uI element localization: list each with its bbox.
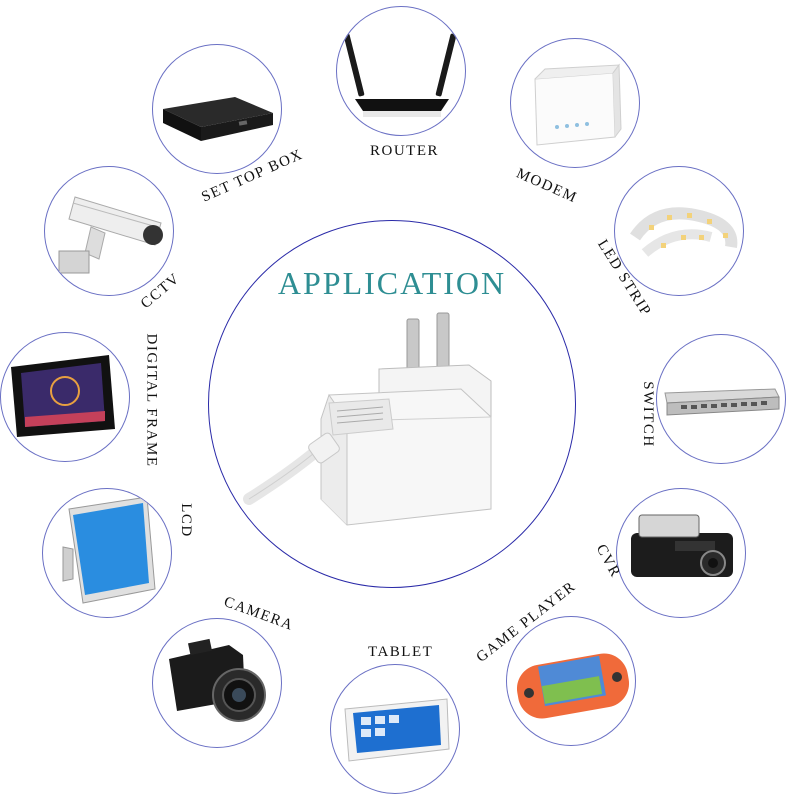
modem-icon [534, 63, 622, 146]
monitor-icon [62, 496, 156, 604]
device-camera [152, 618, 282, 748]
led-strip-icon [630, 207, 738, 257]
tablet-icon [344, 698, 450, 762]
device-cvr [616, 488, 746, 618]
device-led-strip [614, 166, 744, 296]
application-title: APPLICATION [277, 265, 507, 301]
dashcam-icon [631, 514, 733, 577]
device-label-tablet: TABLET [368, 644, 434, 660]
device-label-modem: MODEM [513, 165, 580, 207]
device-set-top-box [152, 44, 282, 174]
device-game-player [506, 616, 636, 746]
device-router [336, 6, 466, 136]
device-digital-frame [0, 332, 130, 462]
power-adapter-icon [243, 312, 492, 526]
set-top-box-icon [163, 97, 273, 141]
photo-frame-icon [11, 355, 115, 437]
router-icon [343, 33, 457, 117]
camera-icon [169, 638, 266, 722]
handheld-console-icon [516, 653, 630, 719]
device-tablet [330, 664, 460, 794]
network-switch-icon [664, 388, 780, 416]
device-lcd [42, 488, 172, 618]
device-cctv [44, 166, 174, 296]
center-circle: APPLICATION [208, 220, 576, 588]
cctv-camera-icon [58, 196, 163, 274]
device-label-digital-frame: DIGITAL FRAME [143, 333, 160, 468]
device-label-router: ROUTER [370, 143, 439, 159]
device-switch [656, 334, 786, 464]
device-label-switch: SWITCH [639, 381, 656, 448]
device-modem [510, 38, 640, 168]
device-label-lcd: LCD [177, 503, 194, 538]
